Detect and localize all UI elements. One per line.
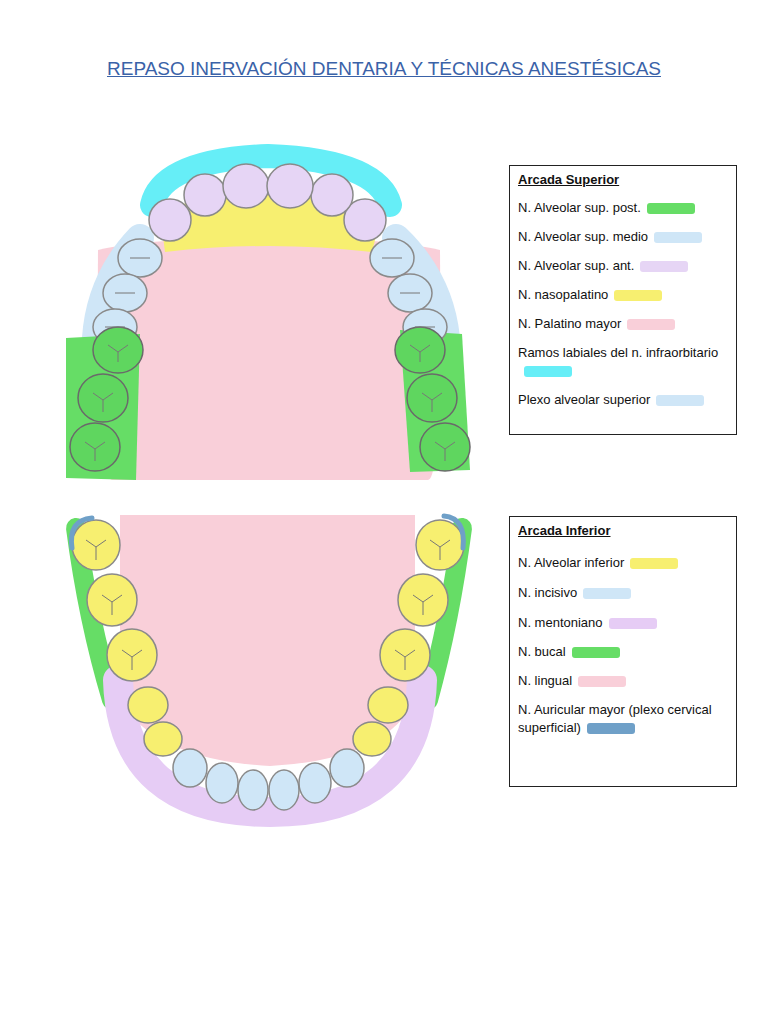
- legend-row: N. nasopalatino: [518, 286, 730, 304]
- legend-row: N. Alveolar sup. ant.: [518, 257, 730, 275]
- legend-heading: Arcada Inferior: [518, 523, 736, 538]
- legend-text: N. Alveolar sup. ant.: [518, 258, 634, 273]
- legend-swatch: [647, 203, 695, 214]
- legend-swatch: [654, 232, 702, 243]
- legend-row: N. Alveolar inferior: [518, 554, 730, 572]
- page-title: REPASO INERVACIÓN DENTARIA Y TÉCNICAS AN…: [0, 58, 768, 80]
- legend-text: N. mentoniano: [518, 615, 603, 630]
- legend-swatch: [656, 395, 704, 406]
- legend-swatch: [572, 647, 620, 658]
- lower-arch: [71, 515, 464, 812]
- legend-text: N. incisivo: [518, 585, 577, 600]
- legend-row: Plexo alveolar superior: [518, 391, 730, 409]
- legend-text: Plexo alveolar superior: [518, 392, 650, 407]
- legend-swatch: [630, 558, 678, 569]
- legend-text: N. nasopalatino: [518, 287, 608, 302]
- legend-row: Ramos labiales del n. infraorbitario: [518, 344, 730, 380]
- legend-swatch: [587, 723, 635, 734]
- legend-text: Ramos labiales del n. infraorbitario: [518, 345, 718, 360]
- legend-text: N. Alveolar sup. medio: [518, 229, 648, 244]
- upper-arch: [66, 156, 470, 480]
- legend-text: N. Palatino mayor: [518, 316, 621, 331]
- legend-row: N. incisivo: [518, 584, 730, 602]
- legend-row: N. Alveolar sup. post.: [518, 199, 730, 217]
- legend-swatch: [640, 261, 688, 272]
- legend-swatch: [609, 618, 657, 629]
- legend-row: N. bucal: [518, 643, 730, 661]
- legend-row: N. mentoniano: [518, 614, 730, 632]
- legend-text: N. Alveolar inferior: [518, 555, 624, 570]
- legend-text: N. Alveolar sup. post.: [518, 200, 641, 215]
- legend-heading: Arcada Superior: [518, 172, 736, 187]
- legend-swatch: [614, 290, 662, 301]
- legend-swatch: [578, 676, 626, 687]
- legend-swatch: [627, 319, 675, 330]
- legend-row: N. Alveolar sup. medio: [518, 228, 730, 246]
- legend-row: N. Palatino mayor: [518, 315, 730, 333]
- legend-box: Arcada Superior N. Alveolar sup. post. N. …: [509, 165, 737, 435]
- legend-text: N. bucal: [518, 644, 566, 659]
- legend-text: N. lingual: [518, 673, 572, 688]
- legend-box: Arcada Inferior N. Alveolar inferior N. in…: [509, 516, 737, 787]
- legend-swatch: [524, 366, 572, 377]
- legend-swatch: [583, 588, 631, 599]
- legend-row: N. lingual: [518, 672, 730, 690]
- legend-row: N. Auricular mayor (plexo cervical super…: [518, 701, 730, 737]
